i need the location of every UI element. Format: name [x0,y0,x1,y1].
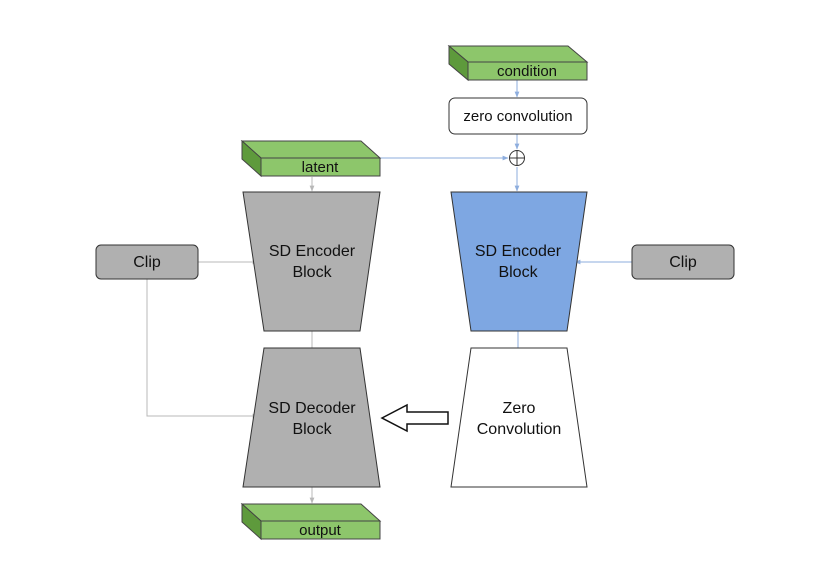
sd-decoder-line2: Block [292,421,332,438]
clip-right-label: Clip [669,254,697,271]
condition-label: condition [497,63,557,80]
condition-input: condition [447,44,589,82]
zero-convolution-block-line1: Zero [503,400,536,417]
zero-convolution-label: zero convolution [463,108,572,125]
sd-decoder-line1: SD Decoder [268,400,356,417]
sd-encoder-right-line1: SD Encoder [475,243,562,260]
sd-decoder-block: SD Decoder Block [242,347,381,488]
clip-left-label: Clip [133,254,161,271]
connectors [146,80,632,504]
hollow-left-arrow-icon [380,403,449,433]
clip-left-box: Clip [95,244,199,280]
clip-right-box: Clip [631,244,735,280]
output-node: output [240,502,382,541]
output-label: output [299,522,342,539]
sd-encoder-left-block: SD Encoder Block [242,191,381,332]
latent-label: latent [302,159,340,176]
circle-plus-icon [509,150,525,166]
latent-input: latent [240,139,382,178]
zero-convolution-box: zero convolution [448,97,588,135]
clip-to-decoder-arrow [146,279,259,419]
sd-encoder-left-line1: SD Encoder [269,243,356,260]
sd-encoder-right-line2: Block [498,264,538,281]
zero-convolution-block-line2: Convolution [477,421,562,438]
sd-encoder-left-line2: Block [292,264,332,281]
sd-encoder-right-block: SD Encoder Block [450,191,588,332]
zero-convolution-block: Zero Convolution [450,347,588,488]
